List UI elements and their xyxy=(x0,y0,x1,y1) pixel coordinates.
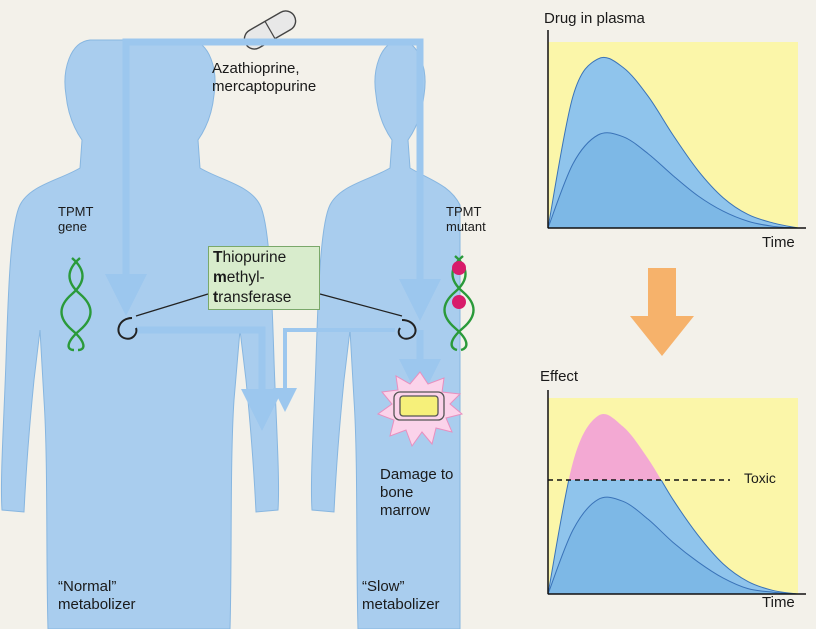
slow-line1: “Slow” xyxy=(362,578,405,595)
chart1-title: Drug in plasma xyxy=(544,10,645,27)
tpmt-gene-line1: TPMT xyxy=(58,204,94,219)
chart-effect xyxy=(547,390,806,595)
dna-mutant-icon xyxy=(443,255,475,352)
chart1-xlabel: Time xyxy=(762,234,795,251)
enzyme-line1: Thiopurine xyxy=(213,249,287,266)
chart2-xlabel: Time xyxy=(762,594,795,611)
damage-line2: bone xyxy=(380,484,414,501)
enzyme-connector-right xyxy=(319,293,403,317)
slow-body xyxy=(310,39,461,629)
drug-label: Azathioprine, mercaptopurine xyxy=(212,60,316,96)
normal-line2: metabolizer xyxy=(58,596,136,613)
normal-line1: “Normal” xyxy=(58,578,117,595)
mutation-dot-1 xyxy=(452,261,466,275)
mutation-dot-2 xyxy=(452,295,466,309)
metabolite-arrow-right xyxy=(273,328,395,412)
chart2-title: Effect xyxy=(540,368,579,385)
dna-gene-icon xyxy=(60,257,92,352)
enzyme-hook-left-icon xyxy=(117,317,138,340)
series-lower-2 xyxy=(547,496,799,595)
enzyme-connector-left xyxy=(135,293,209,317)
damage-line3: marrow xyxy=(380,502,431,519)
enzyme-box: Thiopurine methyl- transferase xyxy=(208,246,320,310)
chart-drug-in-plasma xyxy=(547,30,806,229)
orange-down-arrow xyxy=(630,268,694,356)
damage-label: Damage to bone marrow xyxy=(380,466,453,520)
pill-icon xyxy=(243,10,297,50)
drug-label-line2: mercaptopurine xyxy=(212,78,317,95)
tpmt-mutant-label: TPMT mutant xyxy=(446,204,486,234)
damage-line1: Damage to xyxy=(380,466,454,483)
tpmt-mutant-line2: mutant xyxy=(446,219,486,234)
tpmt-gene-label: TPMT gene xyxy=(58,204,93,234)
enzyme-line2: methyl- xyxy=(213,269,265,286)
drug-label-line1: Azathioprine, xyxy=(212,60,300,77)
toxic-region xyxy=(568,413,662,480)
enzyme-hook-right-icon xyxy=(397,319,417,340)
slow-metabolizer-label: “Slow” metabolizer xyxy=(362,578,440,614)
normal-metabolizer-label: “Normal” metabolizer xyxy=(58,578,136,614)
slow-line2: metabolizer xyxy=(362,596,440,613)
series-lower-1 xyxy=(547,132,799,229)
tpmt-gene-line2: gene xyxy=(58,219,87,234)
bone-marrow-damage-icon xyxy=(376,371,464,448)
tpmt-mutant-line1: TPMT xyxy=(446,204,482,219)
normal-body xyxy=(0,39,280,629)
metabolite-arrow-left xyxy=(136,326,283,431)
enzyme-line3: transferase xyxy=(213,289,292,306)
toxic-label: Toxic xyxy=(744,470,776,486)
